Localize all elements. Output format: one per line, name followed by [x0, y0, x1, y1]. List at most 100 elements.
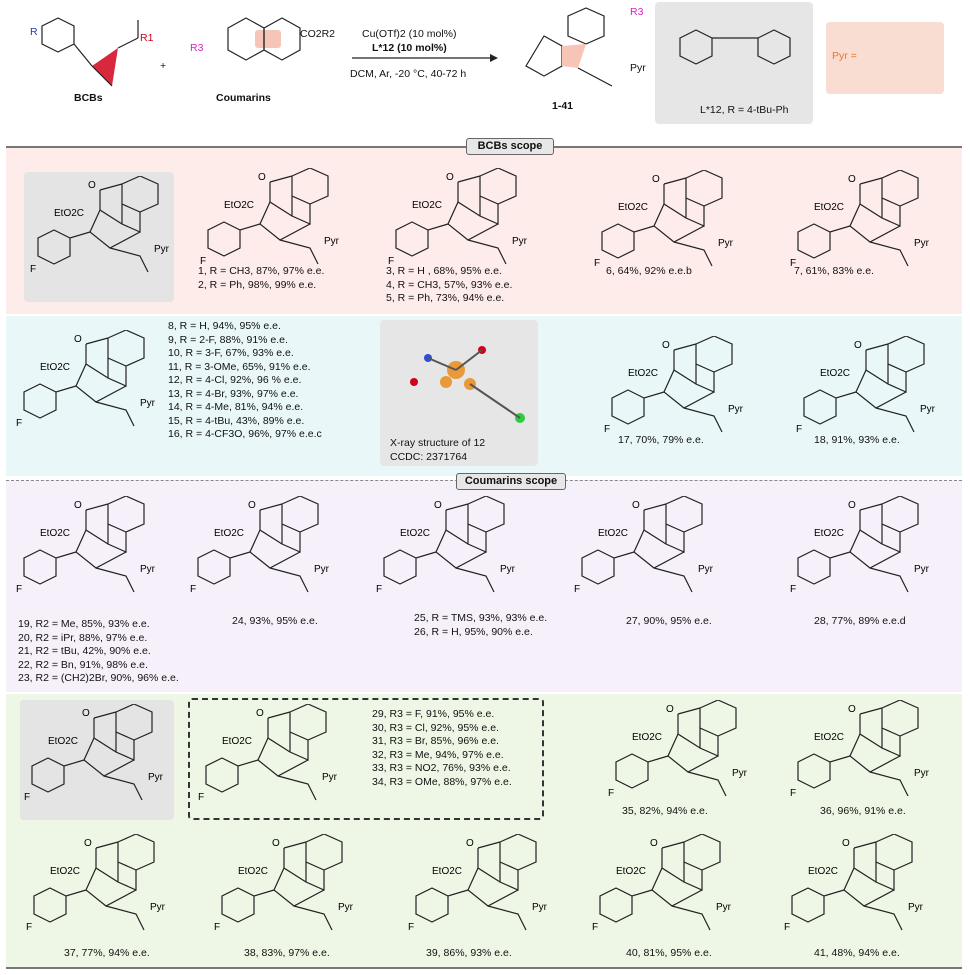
- coumarins-scope-section: [6, 480, 962, 692]
- bond: [677, 714, 701, 749]
- pyr-definition-box: [826, 22, 944, 94]
- atom-label: EtO2C: [214, 528, 244, 539]
- bond: [859, 510, 883, 545]
- atom-label: EtO2C: [238, 866, 268, 877]
- atom-label: Pyr: [914, 564, 930, 575]
- bond: [109, 247, 149, 273]
- bond: [205, 757, 259, 793]
- atom-label: O: [256, 708, 264, 719]
- reaction-arrow: [352, 54, 498, 62]
- atom-label: F: [784, 922, 790, 933]
- entry-8-16: 8, R = H, 94%, 95% e.e. 9, R = 2-F, 88%,…: [168, 320, 322, 440]
- bond: [23, 383, 77, 419]
- bond: [479, 168, 517, 205]
- product-structure: [525, 7, 613, 87]
- bond: [293, 905, 333, 931]
- xray-structure: [410, 346, 525, 423]
- bond: [457, 182, 481, 217]
- bond: [207, 221, 261, 257]
- atom-label: Pyr: [338, 902, 354, 913]
- bond: [869, 567, 909, 593]
- atom-label: Pyr: [154, 244, 170, 255]
- bond: [467, 524, 487, 553]
- bond: [695, 336, 733, 373]
- bond: [687, 771, 727, 797]
- bond: [661, 841, 685, 849]
- atom-label: O: [74, 334, 82, 345]
- entry-29-34: 29, R3 = F, 91%, 95% e.e. 30, R3 = Cl, 9…: [372, 708, 512, 788]
- bond: [683, 834, 721, 871]
- entry-1-2: 1, R = CH3, 87%, 97% e.e. 2, R = Ph, 98%…: [198, 265, 325, 291]
- bond: [853, 841, 877, 849]
- bond: [601, 223, 655, 259]
- bond: [75, 529, 127, 569]
- product-pyr: Pyr: [630, 62, 646, 74]
- ligand-structure: [679, 29, 791, 65]
- coumarins-scope-pill: Coumarins scope: [456, 473, 566, 490]
- bond: [395, 221, 449, 257]
- product-r3: R3: [630, 6, 644, 18]
- atom-label: Pyr: [698, 564, 714, 575]
- bond: [273, 867, 325, 907]
- atom-label: Pyr: [150, 902, 166, 913]
- bond: [859, 177, 883, 185]
- bond: [85, 344, 109, 379]
- xray-box: [380, 320, 538, 466]
- atom-label: Pyr: [500, 564, 516, 575]
- bond: [663, 184, 687, 219]
- atom-label: EtO2C: [40, 528, 70, 539]
- atom-label: Pyr: [728, 404, 744, 415]
- bond: [99, 190, 123, 225]
- bond: [699, 700, 737, 737]
- atom-label: O: [666, 704, 674, 715]
- bond: [615, 753, 669, 789]
- bond: [95, 401, 135, 427]
- atom-label: Pyr: [512, 236, 528, 247]
- atom-label: Pyr: [324, 236, 340, 247]
- bond: [435, 529, 487, 569]
- bond: [23, 549, 77, 585]
- bond: [859, 714, 883, 749]
- bond: [85, 337, 109, 345]
- bond: [599, 887, 653, 923]
- bond: [447, 201, 499, 241]
- bond: [281, 524, 301, 553]
- bond: [93, 711, 117, 719]
- bond: [289, 704, 327, 741]
- entry-18: 18, 91%, 93% e.e.: [814, 434, 900, 446]
- bond: [283, 841, 307, 849]
- entry-6: 6, 64%, 92% e.e.b: [606, 265, 692, 277]
- coumarin-structure: [227, 17, 301, 61]
- atom-label: EtO2C: [628, 368, 658, 379]
- bond: [477, 848, 501, 883]
- bond: [267, 711, 291, 719]
- bond: [653, 203, 705, 243]
- ligand-box: [655, 2, 813, 124]
- bond: [875, 834, 913, 871]
- atom-label: O: [248, 500, 256, 511]
- bond: [797, 223, 851, 259]
- bond: [259, 201, 311, 241]
- bcb-structure: [41, 17, 139, 87]
- bcbs-label: BCBs: [74, 92, 103, 104]
- atom-label: EtO2C: [432, 866, 462, 877]
- atom-label: F: [574, 584, 580, 595]
- atom-label: EtO2C: [50, 866, 80, 877]
- bond: [33, 887, 87, 923]
- atom-label: F: [790, 584, 796, 595]
- entry-25-26: 25, R = TMS, 93%, 93% e.e. 26, R = H, 95…: [414, 612, 548, 638]
- bond: [797, 549, 851, 585]
- bond: [107, 496, 145, 533]
- bond: [881, 198, 901, 227]
- atom-label: O: [652, 174, 660, 185]
- bond: [887, 364, 907, 393]
- bond: [31, 757, 85, 793]
- bond: [633, 529, 685, 569]
- atom-label: O: [88, 180, 96, 191]
- bond: [869, 241, 909, 267]
